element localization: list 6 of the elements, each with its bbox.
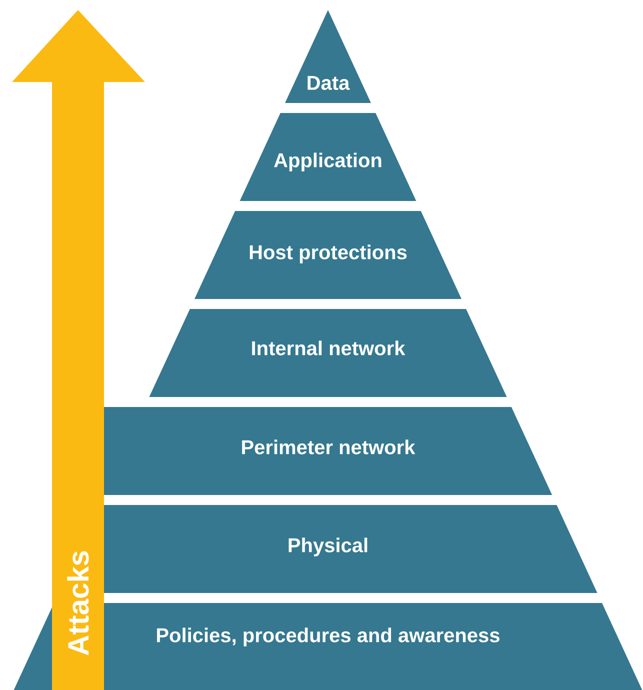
pyramid-layer: Perimeter network	[104, 407, 552, 495]
pyramid-layer: Data	[285, 10, 371, 103]
pyramid-layer: Host protections	[194, 211, 462, 299]
pyramid-layer: Physical	[104, 505, 598, 593]
pyramid-layer: Application	[240, 113, 416, 201]
pyramid-layer: Internal network	[149, 309, 507, 397]
